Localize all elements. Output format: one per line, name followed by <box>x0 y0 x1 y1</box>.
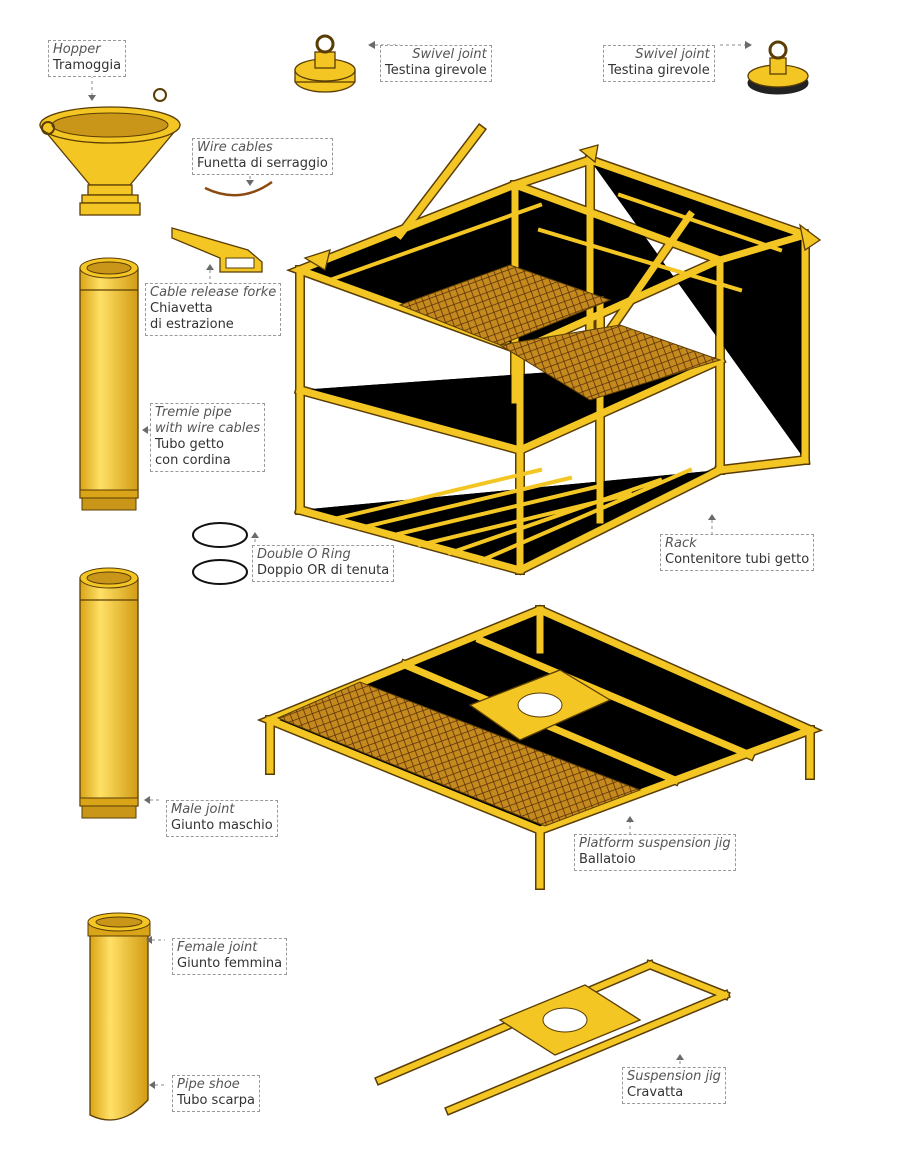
platform-en: Platform suspension jig <box>579 836 731 851</box>
swivel-joint-right <box>747 40 809 95</box>
o-ring-en: Double O Ring <box>257 547 351 562</box>
cable-release-fork <box>171 227 263 273</box>
pipe-shoe-it: Tubo scarpa <box>177 1093 255 1108</box>
tremie-en2: with wire cables <box>155 421 261 436</box>
wire-cables-it: Funetta di serraggio <box>197 156 328 171</box>
label-tremie-pipe: Tremie pipe with wire cables Tubo getto … <box>150 403 266 472</box>
label-pipe-shoe: Pipe shoe Tubo scarpa <box>172 1075 260 1112</box>
swivel-left-it: Testina girevole <box>385 63 487 78</box>
platform <box>256 604 824 890</box>
swivel-right-it: Testina girevole <box>608 63 710 78</box>
rack <box>285 122 822 576</box>
o-ring-top <box>192 522 248 548</box>
wire-cable <box>204 180 273 197</box>
hopper-it: Tramoggia <box>53 58 122 73</box>
label-swivel-right: Swivel joint Testina girevole <box>603 45 715 82</box>
label-wire-cables: Wire cables Funetta di serraggio <box>192 138 333 175</box>
tremie-pipe <box>79 257 139 511</box>
rack-en: Rack <box>665 536 697 551</box>
cable-release-en: Cable release forke <box>150 285 277 300</box>
swivel-right-en: Swivel joint <box>635 47 710 62</box>
wire-cables-en: Wire cables <box>197 140 273 155</box>
female-joint-it: Giunto femmina <box>177 956 283 971</box>
pipe-shoe-en: Pipe shoe <box>177 1077 240 1092</box>
suspension-it: Cravatta <box>627 1085 684 1100</box>
male-joint-en: Male joint <box>171 802 235 817</box>
cable-release-it2: di estrazione <box>150 317 234 332</box>
hopper <box>38 88 182 216</box>
label-cable-release: Cable release forke Chiavetta di estrazi… <box>145 283 282 336</box>
label-hopper: Hopper Tramoggia <box>48 40 127 77</box>
label-female-joint: Female joint Giunto femmina <box>172 938 288 975</box>
hopper-en: Hopper <box>53 42 101 57</box>
label-o-ring: Double O Ring Doppio OR di tenuta <box>252 545 395 582</box>
label-platform: Platform suspension jig Ballatoio <box>574 834 736 871</box>
suspension-jig <box>374 959 731 1116</box>
cable-release-it: Chiavetta <box>150 301 213 316</box>
pipe-shoe <box>87 912 151 1121</box>
male-joint-it: Giunto maschio <box>171 818 273 833</box>
o-ring-it: Doppio OR di tenuta <box>257 563 390 578</box>
label-male-joint: Male joint Giunto maschio <box>166 800 278 837</box>
tremie-it: Tubo getto <box>155 437 224 452</box>
swivel-left-en: Swivel joint <box>412 47 487 62</box>
platform-it: Ballatoio <box>579 852 636 867</box>
label-rack: Rack Contenitore tubi getto <box>660 534 815 571</box>
swivel-joint-left <box>294 34 356 93</box>
rack-it: Contenitore tubi getto <box>665 552 810 567</box>
o-ring-bottom <box>192 559 248 585</box>
label-swivel-left: Swivel joint Testina girevole <box>380 45 492 82</box>
tremie-en: Tremie pipe <box>155 405 232 420</box>
female-joint-en: Female joint <box>177 940 258 955</box>
male-joint-pipe <box>79 567 139 819</box>
tremie-it2: con cordina <box>155 453 231 468</box>
label-suspension-jig: Suspension jig Cravatta <box>622 1067 726 1104</box>
suspension-en: Suspension jig <box>627 1069 721 1084</box>
